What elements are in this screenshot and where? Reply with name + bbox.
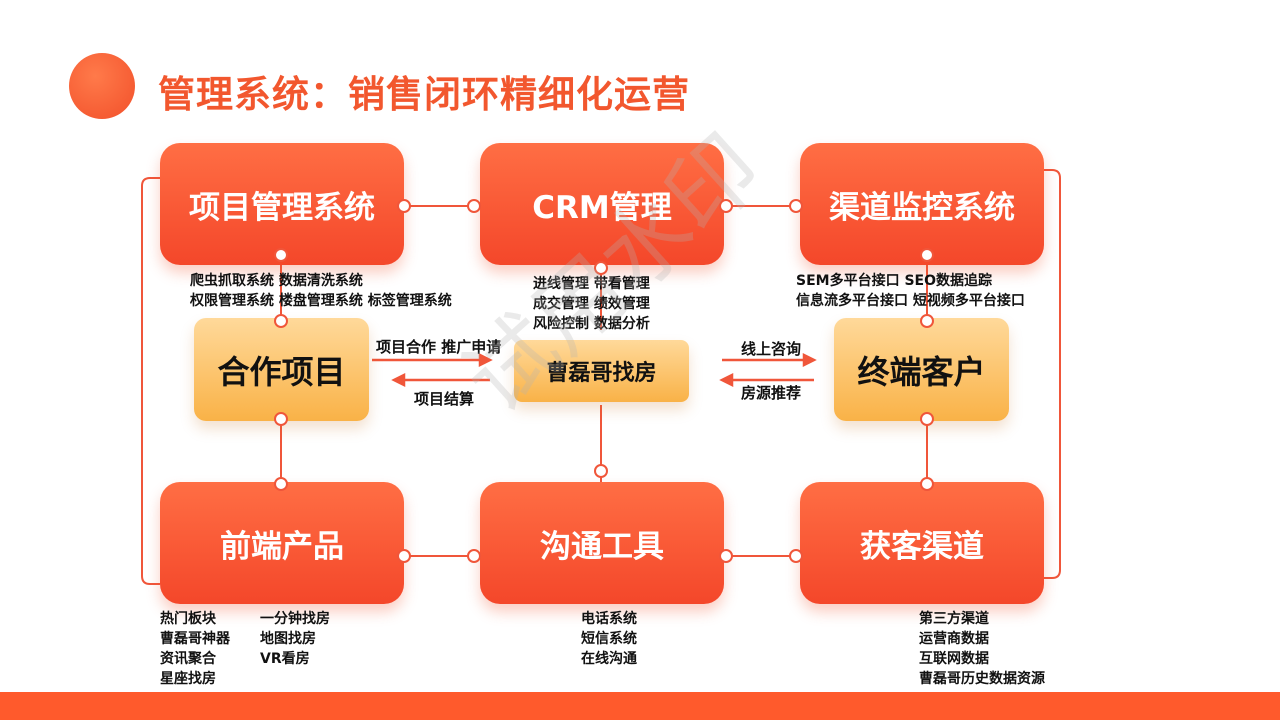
arrow-head-center-to-coop: [391, 372, 406, 388]
feature-line: 资讯聚合: [160, 651, 216, 667]
feature-line: SEM多平台接口 SEO数据追踪: [796, 273, 992, 289]
feature-line: 曹磊哥神器: [160, 631, 230, 647]
center-hub: 曹磊哥找房: [514, 340, 689, 402]
feature-line: 曹磊哥历史数据资源: [919, 671, 1045, 687]
feature-line: 成交管理 绩效管理: [533, 296, 650, 312]
comm-features: 电话系统 短信系统 在线沟通: [581, 609, 637, 669]
arrow-label-center-to-customer: 线上咨询: [741, 340, 802, 358]
arrow-label-customer-to-center: 房源推荐: [741, 384, 802, 402]
coop-project-hub: 合作项目: [194, 318, 369, 421]
feature-line: 短信系统: [581, 631, 637, 647]
feature-line: 地图找房: [260, 631, 316, 647]
feature-line: 运营商数据: [919, 631, 989, 647]
arrow-label-coop-to-center: 项目合作 推广申请: [376, 338, 502, 356]
feature-line: 在线沟通: [581, 651, 637, 667]
node: [719, 549, 733, 563]
feature-line: 星座找房: [160, 671, 216, 687]
feature-line: VR看房: [260, 651, 310, 667]
crm-features: 进线管理 带看管理 成交管理 绩效管理 风险控制 数据分析: [533, 274, 650, 334]
node: [789, 549, 803, 563]
feature-line: 互联网数据: [919, 651, 989, 667]
node: [397, 199, 411, 213]
node: [397, 549, 411, 563]
project-features: 爬虫抓取系统 数据清洗系统 权限管理系统 楼盘管理系统 标签管理系统: [190, 271, 452, 311]
feature-line: 信息流多平台接口 短视频多平台接口: [796, 293, 1025, 309]
frontend-features-col1: 热门板块 曹磊哥神器 资讯聚合 星座找房: [160, 609, 230, 689]
arrow-head-center-to-customer: [802, 352, 817, 368]
feature-line: 爬虫抓取系统 数据清洗系统: [190, 273, 363, 289]
node: [719, 199, 733, 213]
feature-line: 热门板块: [160, 611, 216, 627]
node: [274, 314, 288, 328]
node: [920, 477, 934, 491]
node: [920, 248, 934, 262]
title-dot-icon: [69, 53, 135, 119]
node: [594, 261, 608, 275]
channel-features: SEM多平台接口 SEO数据追踪 信息流多平台接口 短视频多平台接口: [796, 271, 1025, 311]
node: [274, 248, 288, 262]
loop-line-left: [141, 177, 160, 585]
loop-line-right: [1043, 169, 1061, 579]
node: [274, 477, 288, 491]
crm-management-box: CRM管理: [480, 143, 724, 265]
node: [467, 199, 481, 213]
node: [274, 412, 288, 426]
channel-monitor-box: 渠道监控系统: [800, 143, 1044, 265]
acquisition-channel-box: 获客渠道: [800, 482, 1044, 604]
arrow-head-coop-to-center: [478, 352, 493, 368]
feature-line: 第三方渠道: [919, 611, 989, 627]
frontend-features-col2: 一分钟找房 地图找房 VR看房: [260, 609, 330, 669]
feature-line: 进线管理 带看管理: [533, 276, 650, 292]
node: [789, 199, 803, 213]
arrow-label-center-to-coop: 项目结算: [414, 390, 475, 408]
arrow-head-customer-to-center: [719, 372, 734, 388]
acquisition-features: 第三方渠道 运营商数据 互联网数据 曹磊哥历史数据资源: [919, 609, 1045, 689]
comm-tools-box: 沟通工具: [480, 482, 724, 604]
feature-line: 权限管理系统 楼盘管理系统 标签管理系统: [190, 293, 452, 309]
feature-line: 电话系统: [581, 611, 637, 627]
project-management-box: 项目管理系统: [160, 143, 404, 265]
node: [594, 464, 608, 478]
frontend-product-box: 前端产品: [160, 482, 404, 604]
feature-line: 一分钟找房: [260, 611, 330, 627]
node: [467, 549, 481, 563]
end-customer-hub: 终端客户: [834, 318, 1009, 421]
page-title: 管理系统：销售闭环精细化运营: [158, 73, 690, 116]
bottom-accent-bar: [0, 692, 1280, 720]
node: [920, 314, 934, 328]
feature-line: 风险控制 数据分析: [533, 316, 650, 332]
node: [920, 412, 934, 426]
